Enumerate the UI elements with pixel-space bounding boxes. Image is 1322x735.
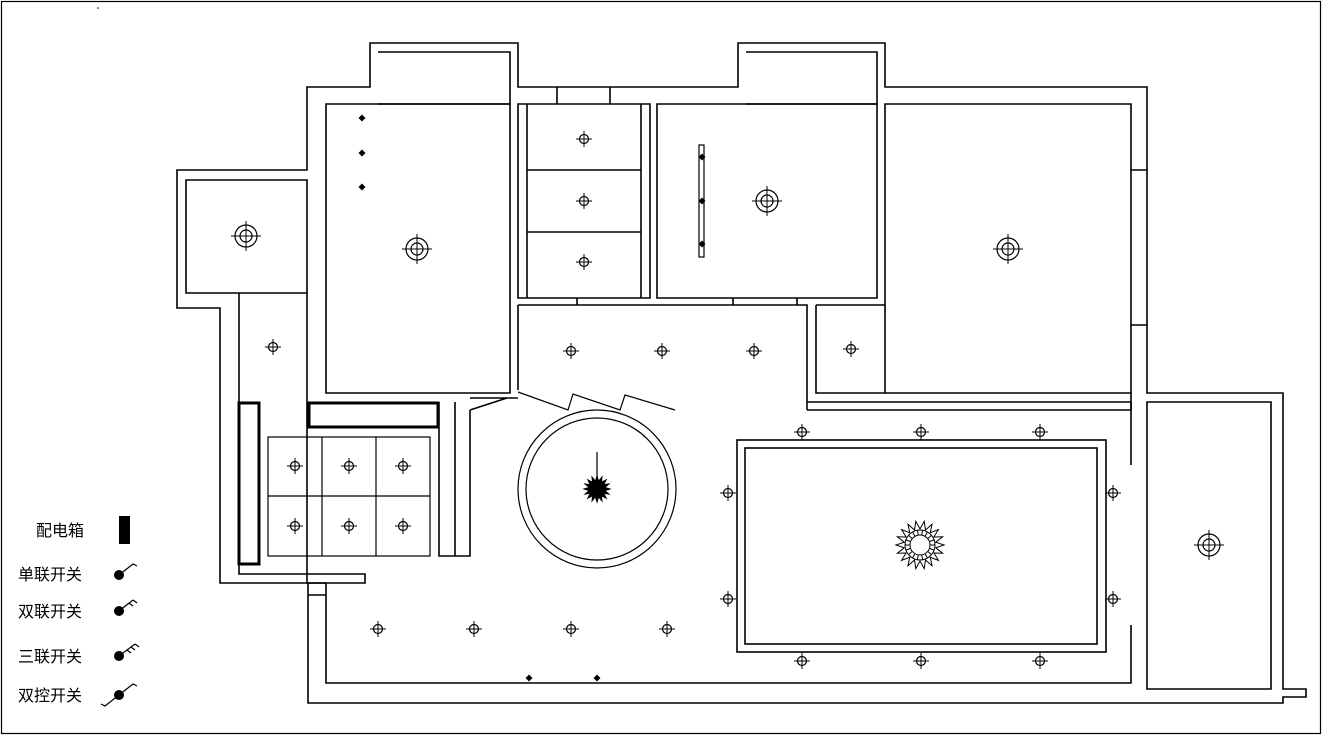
ceiling-lamp-icon	[993, 234, 1023, 264]
rectangular-ceiling	[736, 439, 1107, 653]
two-way-switch-icon	[100, 683, 138, 707]
downlight-icon	[395, 458, 411, 474]
downlight-icon	[794, 653, 810, 669]
legend-label-two-way-switch: 双控开关	[18, 686, 82, 705]
folding-door	[517, 391, 676, 411]
ceiling-lamp-icon	[402, 234, 432, 264]
grid-ceiling	[267, 436, 431, 557]
distribution-box-icon	[119, 516, 130, 544]
ceiling-lamp-icon	[1194, 530, 1224, 560]
legend-label-triple-switch: 三联开关	[18, 647, 82, 666]
cabinet-top	[307, 401, 440, 429]
spot-dot-icon	[593, 674, 601, 682]
ceiling-lamp-icon	[752, 186, 782, 216]
ceiling-lamps	[231, 186, 1224, 560]
downlights	[265, 131, 1121, 669]
downlight-icon	[1032, 653, 1048, 669]
downlight-icon	[563, 621, 579, 637]
corner-dot	[97, 7, 99, 9]
spot-dot-icon	[525, 674, 533, 682]
legend-label-single-switch: 单联开关	[18, 565, 82, 584]
downlight-icon	[265, 339, 281, 355]
spot-dot-icon	[358, 183, 366, 191]
round-ceiling	[517, 409, 677, 569]
downlight-icon	[287, 458, 303, 474]
downlight-icon	[576, 131, 592, 147]
downlight-icon	[913, 653, 929, 669]
downlight-icon	[794, 424, 810, 440]
walls	[176, 42, 1307, 704]
downlight-icon	[341, 458, 357, 474]
legend: 配电箱 单联开关 双联开关 三联开关 双控开关	[18, 516, 140, 707]
downlight-icon	[287, 518, 303, 534]
downlight-icon	[654, 343, 670, 359]
downlight-icon	[913, 424, 929, 440]
downlight-icon	[720, 485, 736, 501]
downlight-icon	[576, 193, 592, 209]
downlight-icon	[576, 254, 592, 270]
spot-dot-icon	[698, 197, 706, 205]
downlight-icon	[395, 518, 411, 534]
living-room-chandelier-icon	[894, 519, 946, 571]
spot-dot-icon	[698, 153, 706, 161]
downlight-icon	[1032, 424, 1048, 440]
triple-gang-switch-icon	[114, 643, 140, 661]
downlight-icon	[563, 343, 579, 359]
legend-label-distribution-box: 配电箱	[36, 521, 84, 540]
single-gang-switch-icon	[114, 563, 138, 580]
downlight-icon	[720, 591, 736, 607]
downlight-icon	[466, 621, 482, 637]
spot-dot-icon	[358, 149, 366, 157]
cabinet-left	[237, 401, 261, 566]
double-gang-switch-icon	[114, 599, 138, 616]
spot-dot-icon	[358, 114, 366, 122]
downlight-icon	[843, 341, 859, 357]
downlight-icon	[370, 621, 386, 637]
downlight-icon	[659, 621, 675, 637]
downlight-icon	[341, 518, 357, 534]
chandeliers	[582, 474, 946, 571]
spot-dots	[358, 114, 706, 682]
ceiling-lamp-icon	[231, 221, 261, 251]
spot-dot-icon	[698, 240, 706, 248]
downlight-icon	[1105, 591, 1121, 607]
downlight-icon	[1105, 485, 1121, 501]
downlight-icon	[746, 343, 762, 359]
legend-label-double-switch: 双联开关	[18, 602, 82, 621]
small-chandelier-icon	[582, 474, 612, 504]
